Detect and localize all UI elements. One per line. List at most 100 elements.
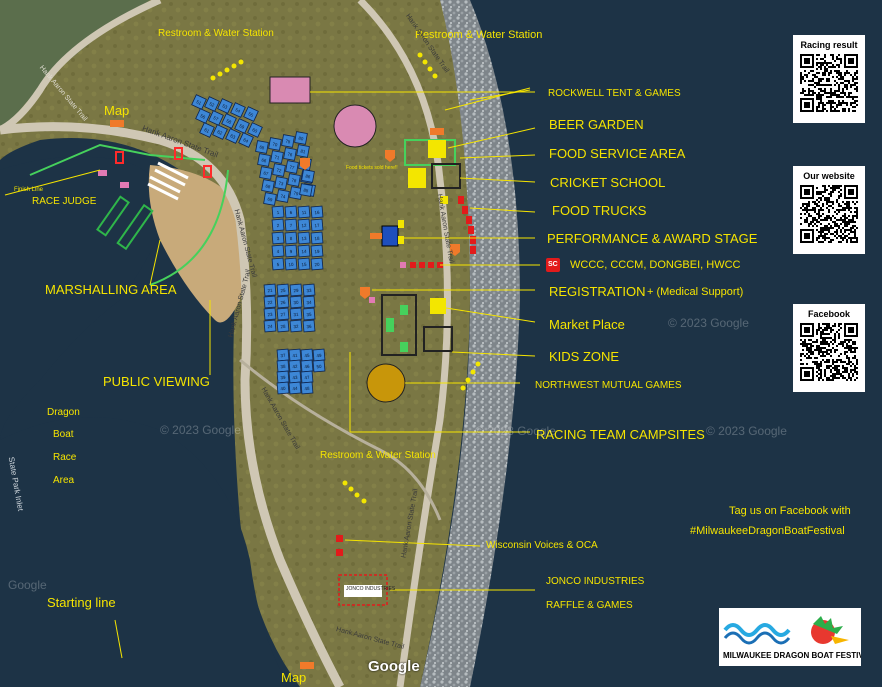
marshalling-area-label: MARSHALLING AREA bbox=[45, 282, 177, 297]
qr-code-icon bbox=[800, 54, 858, 112]
team-tent: 5 bbox=[271, 257, 285, 271]
team-tent: 58 bbox=[221, 113, 237, 129]
performance-stage bbox=[381, 225, 399, 247]
team-tent-number: 7 bbox=[290, 223, 293, 228]
team-tent-number: 25 bbox=[280, 288, 286, 293]
team-tent-number: 34 bbox=[306, 300, 312, 305]
team-tent: 44 bbox=[288, 381, 302, 395]
team-tent: 71 bbox=[270, 150, 284, 164]
team-tent-number: 16 bbox=[314, 210, 320, 215]
team-tent: 6 bbox=[284, 205, 298, 219]
leader-lines bbox=[4, 87, 540, 659]
team-tent: 31 bbox=[289, 307, 303, 321]
team-tent-number: 19 bbox=[314, 249, 320, 254]
racing-result-card[interactable]: Racing result bbox=[793, 35, 865, 123]
team-tent-number: 14 bbox=[301, 249, 307, 254]
facebook-card[interactable]: Facebook bbox=[793, 304, 865, 392]
team-tent: 20 bbox=[310, 257, 324, 271]
medical-support-label: + (Medical Support) bbox=[647, 286, 744, 298]
team-tent: 13 bbox=[297, 231, 311, 245]
team-tent: 40 bbox=[276, 381, 290, 395]
team-tent: 16 bbox=[310, 205, 324, 219]
rockwell-tent bbox=[269, 76, 311, 104]
team-tent: 86 bbox=[301, 169, 315, 183]
team-tent-number: 8 bbox=[290, 236, 293, 241]
team-tent: 11 bbox=[297, 205, 311, 219]
cricket-school-tent bbox=[408, 168, 426, 188]
team-tent-number: 54 bbox=[234, 107, 241, 114]
racing-result-title: Racing result bbox=[800, 40, 858, 50]
team-tent-number: 47 bbox=[304, 375, 310, 380]
team-tent: 42 bbox=[288, 359, 302, 373]
beer-garden-label: BEER GARDEN bbox=[549, 117, 644, 132]
team-tent-number: 65 bbox=[259, 145, 265, 151]
qr-code-icon bbox=[800, 323, 858, 381]
team-tent-number: 46 bbox=[304, 364, 310, 369]
map-pins bbox=[110, 120, 460, 669]
team-tent: 73 bbox=[274, 176, 288, 190]
team-tent: 46 bbox=[300, 359, 314, 373]
dragon-logo-icon: MILWAUKEE DRAGON BOAT FESTIVAL bbox=[723, 616, 874, 660]
marshalling-lanes bbox=[29, 143, 229, 286]
team-tent: 19 bbox=[310, 244, 324, 258]
yellow-dots bbox=[210, 52, 481, 504]
team-tent: 14 bbox=[297, 244, 311, 258]
team-tent: 1 bbox=[271, 205, 285, 219]
team-tent: 22 bbox=[263, 295, 277, 309]
team-tent-number: 51 bbox=[195, 99, 202, 106]
team-tent: 74 bbox=[276, 189, 290, 203]
team-tent: 23 bbox=[263, 307, 277, 321]
team-tent-number: 18 bbox=[314, 236, 320, 241]
team-tent: 35 bbox=[302, 307, 316, 321]
sponsors-label: WCCC, CCCM, DONGBEI, HWCC bbox=[570, 259, 741, 271]
team-tent: 39 bbox=[276, 370, 290, 384]
team-tent: 78 bbox=[287, 173, 301, 187]
team-tent: 49 bbox=[312, 348, 326, 362]
team-tent-number: 56 bbox=[199, 113, 206, 120]
team-tent-number: 37 bbox=[280, 353, 286, 358]
team-tent: 12 bbox=[297, 218, 311, 232]
team-tent: 85 bbox=[299, 183, 313, 197]
cricket-school-grid bbox=[431, 163, 461, 189]
team-tent-number: 15 bbox=[301, 262, 307, 267]
restroom-label-top-right: Restroom & Water Station bbox=[415, 29, 543, 41]
beer-garden-tent bbox=[333, 104, 377, 148]
kids-zone-grid bbox=[423, 326, 453, 352]
team-tent: 3 bbox=[271, 231, 285, 245]
racing-team-campsites-label: RACING TEAM CAMPSITES bbox=[536, 427, 705, 442]
google-logo: Google bbox=[368, 658, 420, 675]
team-tent-number: 57 bbox=[212, 115, 219, 122]
trail-path bbox=[239, 358, 442, 521]
jonco-logo: JONCO INDUSTRIES bbox=[346, 586, 396, 592]
team-tent: 76 bbox=[283, 147, 297, 161]
race-judge-label: RACE JUDGE bbox=[32, 196, 97, 207]
team-tent: 50 bbox=[312, 359, 326, 373]
team-tent: 43 bbox=[288, 370, 302, 384]
race-area-label-1: Dragon bbox=[47, 407, 80, 418]
team-tent: 64 bbox=[238, 132, 254, 148]
team-tent-number: 26 bbox=[280, 300, 286, 305]
team-tent: 70 bbox=[268, 137, 282, 151]
food-service-label: FOOD SERVICE AREA bbox=[549, 146, 686, 161]
team-tent-number: 31 bbox=[293, 312, 299, 317]
raffle-games-label: RAFFLE & GAMES bbox=[546, 600, 633, 611]
team-tent-number: 22 bbox=[267, 300, 273, 305]
team-tent-number: 38 bbox=[280, 364, 286, 369]
bay-water bbox=[0, 417, 290, 687]
team-tent-number: 33 bbox=[306, 288, 312, 293]
team-tent: 37 bbox=[276, 348, 290, 362]
team-tent: 41 bbox=[288, 348, 302, 362]
watermark: © 2023 Google bbox=[475, 424, 556, 438]
qr-code-icon bbox=[800, 185, 858, 243]
team-tent-number: 11 bbox=[301, 210, 307, 215]
team-tent: 30 bbox=[289, 295, 303, 309]
team-tent-number: 23 bbox=[267, 312, 273, 317]
team-tent: 2 bbox=[271, 218, 285, 232]
watermark: © 2023 Google bbox=[160, 423, 241, 437]
team-tent: 66 bbox=[257, 153, 271, 167]
registration-label: REGISTRATION bbox=[549, 284, 646, 299]
team-tent-number: 62 bbox=[216, 129, 223, 136]
website-card[interactable]: Our website bbox=[793, 166, 865, 254]
team-tent: 15 bbox=[297, 257, 311, 271]
